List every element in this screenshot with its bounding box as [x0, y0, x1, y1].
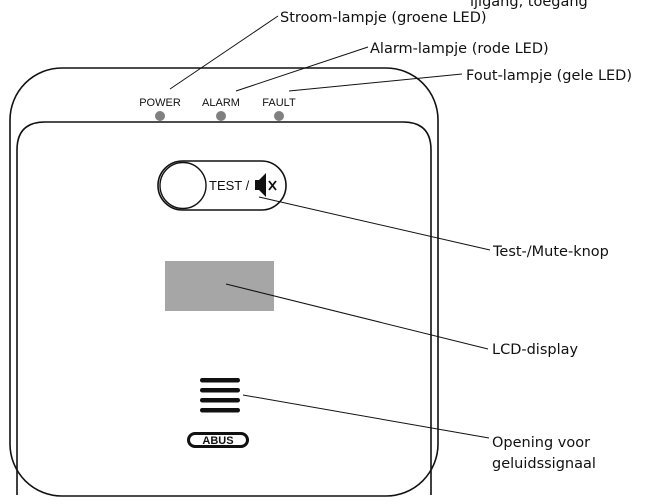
power-led — [155, 111, 165, 121]
callout-opening-line1: Opening voor — [492, 435, 590, 451]
brand-logo: ABUS — [187, 432, 249, 448]
brand-text: ABUS — [202, 435, 233, 447]
sound-opening — [200, 378, 240, 413]
callout-alarm-lampje: Alarm-lampje (rode LED) — [370, 41, 549, 57]
leader-lines — [169, 15, 491, 439]
speaker-mute-icon — [255, 173, 277, 197]
callout-test-mute-knop: Test-/Mute-knop — [492, 244, 609, 260]
led-label-fault: FAULT — [262, 97, 296, 109]
led-label-alarm: ALARM — [202, 97, 240, 109]
callout-opening-line2: geluidssignaal — [492, 456, 596, 472]
led-label-power: POWER — [139, 97, 181, 109]
callout-stroom-lampje: Stroom-lampje (groene LED) — [280, 10, 487, 26]
lcd-display — [165, 261, 274, 311]
callout-fout-lampje: Fout-lampje (gele LED) — [466, 68, 632, 84]
detector-face — [16, 121, 432, 495]
test-button-label: TEST / — [209, 178, 250, 193]
callout-top-cut: ijlgang, toegang — [470, 0, 588, 10]
callout-lcd-display: LCD-display — [492, 342, 579, 358]
alarm-led — [216, 111, 226, 121]
fault-led — [274, 111, 284, 121]
test-mute-button[interactable]: TEST / — [157, 160, 287, 211]
